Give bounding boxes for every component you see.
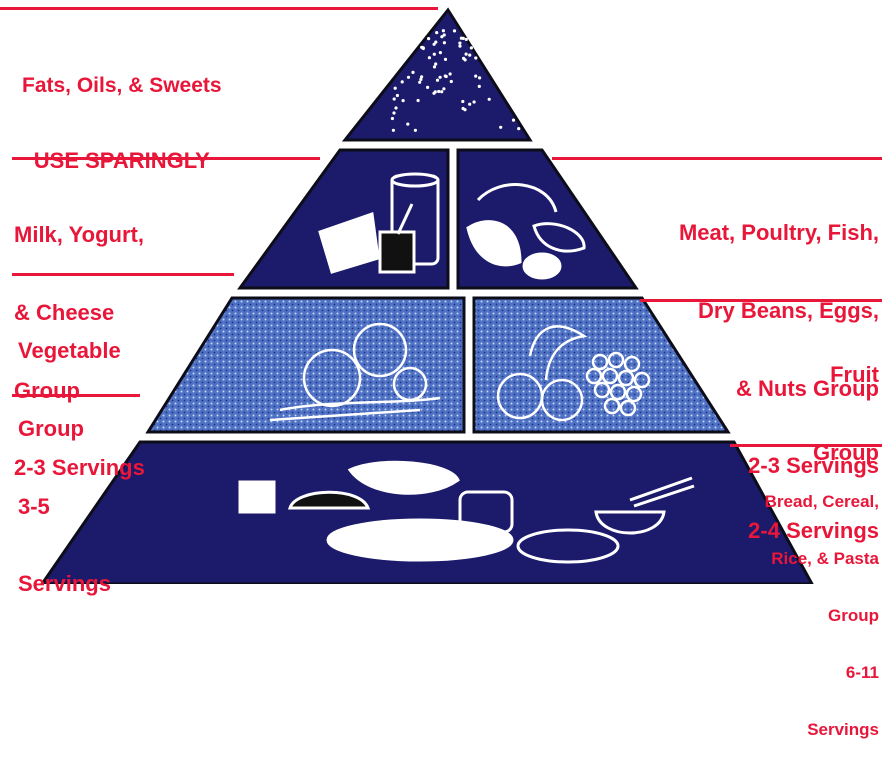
label-line: 6-11 bbox=[765, 663, 879, 682]
label-line: Fruit bbox=[748, 362, 879, 388]
label-line: Meat, Poultry, Fish, bbox=[679, 220, 879, 246]
label-bread-group: Bread, Cereal, Rice, & Pasta Group 6-11 … bbox=[765, 454, 879, 778]
label-line: 3-5 bbox=[18, 494, 121, 520]
label-line: Rice, & Pasta bbox=[765, 549, 879, 568]
tier-fats-oils-sweets bbox=[345, 10, 530, 140]
label-line: Group bbox=[765, 606, 879, 625]
rule-fats bbox=[0, 7, 438, 10]
label-line: Fats, Oils, & Sweets bbox=[22, 74, 222, 99]
label-line: Servings bbox=[18, 571, 121, 597]
label-line: Servings bbox=[765, 720, 879, 739]
label-line: Group bbox=[18, 416, 121, 442]
label-vegetable-group: Vegetable Group 3-5 Servings bbox=[18, 286, 121, 649]
food-guide-pyramid: Fats, Oils, & Sweets USE SPARINGLY Milk,… bbox=[0, 0, 887, 584]
label-line: Bread, Cereal, bbox=[765, 492, 879, 511]
rule-meat bbox=[552, 157, 882, 160]
label-line: Milk, Yogurt, bbox=[14, 222, 145, 248]
label-line: Vegetable bbox=[18, 338, 121, 364]
